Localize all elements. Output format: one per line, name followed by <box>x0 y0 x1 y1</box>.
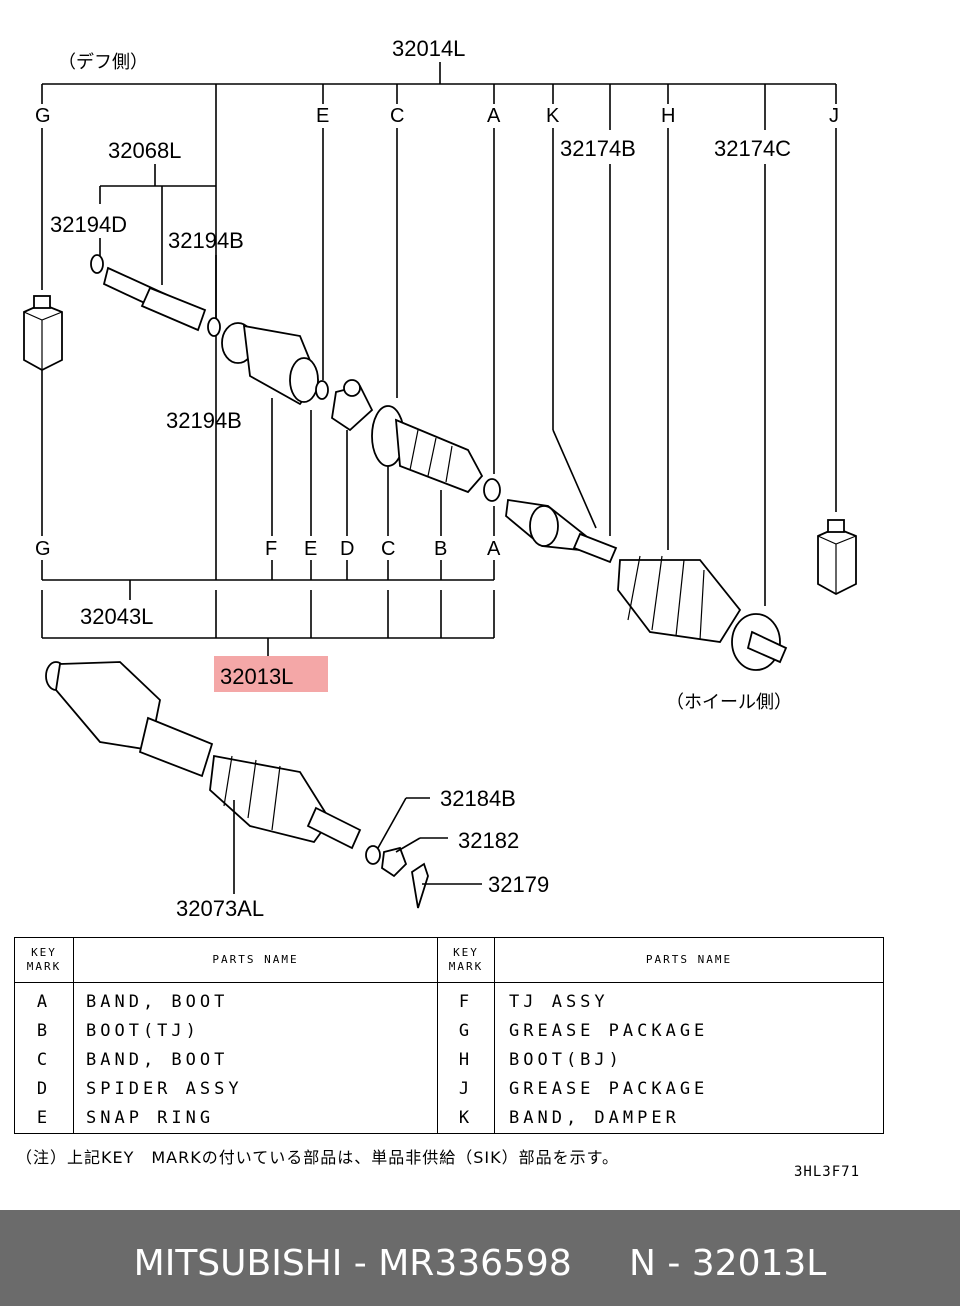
highlight-box <box>214 656 328 692</box>
washer-nut-pin-drawing <box>233 797 482 909</box>
top-key-c: C <box>390 105 404 127</box>
parts-name-cell: SNAP RING <box>73 1103 438 1134</box>
key-mark-cell: D <box>14 1074 74 1104</box>
parts-name-cell: BAND, DAMPER <box>494 1103 884 1134</box>
parts-name-cell: TJ ASSY <box>494 982 884 1017</box>
bottom-key-e: E <box>304 538 317 560</box>
top-key-k: K <box>546 105 560 127</box>
part-number-32014l: 32014L <box>392 36 465 61</box>
part-number-32194b-bottom: 32194B <box>166 408 242 433</box>
parts-name-header-left: PARTS NAME <box>73 937 438 983</box>
table-row: B BOOT(TJ) G GREASE PACKAGE <box>14 1016 884 1046</box>
bottom-bracket <box>41 560 495 656</box>
lower-assy-drawing <box>45 661 362 850</box>
part-number-32182: 32182 <box>458 828 519 853</box>
top-key-g: G <box>35 105 51 127</box>
leader-lines <box>41 128 837 606</box>
key-mark-cell: C <box>14 1045 74 1075</box>
part-number-32068l: 32068L <box>108 138 181 163</box>
top-key-e: E <box>316 105 329 127</box>
tj-boot-drawing <box>371 405 501 502</box>
part-number-32013l: 32013L <box>220 664 293 689</box>
parts-name-cell: BAND, BOOT <box>73 1045 438 1075</box>
key-mark-cell: B <box>14 1016 74 1046</box>
inner-shaft-drawing <box>90 254 221 337</box>
bj-boot-drawing <box>617 555 788 671</box>
key-mark-cell: H <box>437 1045 495 1075</box>
bottom-key-a: A <box>487 538 501 560</box>
parts-name-cell: GREASE PACKAGE <box>494 1074 884 1104</box>
parts-name-header-right: PARTS NAME <box>494 937 884 983</box>
exploded-parts-diagram: （デフ側） （ホイール側） 32014L 32068L 32194D 32194… <box>23 36 857 921</box>
diff-side-label: （デフ側） <box>58 52 148 73</box>
key-mark-cell: F <box>437 982 495 1017</box>
part-number-32184b: 32184B <box>440 786 516 811</box>
footer-bar: MITSUBISHI - MR336598 N - 32013L <box>0 1210 960 1306</box>
top-key-a: A <box>487 105 501 127</box>
table-row: A BAND, BOOT F TJ ASSY <box>14 982 884 1017</box>
part-number-32073al: 32073AL <box>176 896 264 921</box>
table-row: D SPIDER ASSY J GREASE PACKAGE <box>14 1074 884 1104</box>
part-number-32194d: 32194D <box>50 212 127 237</box>
part-number-32174c: 32174C <box>714 136 791 161</box>
part-number-32174b: 32174B <box>560 136 636 161</box>
parts-name-cell: SPIDER ASSY <box>73 1074 438 1104</box>
parts-name-cell: BOOT(BJ) <box>494 1045 884 1075</box>
key-mark-cell: J <box>437 1074 495 1104</box>
key-mark-cell: G <box>437 1016 495 1046</box>
parts-name-cell: BAND, BOOT <box>73 982 438 1017</box>
top-key-j: J <box>829 105 839 127</box>
bottom-key-c: C <box>381 538 395 560</box>
key-mark-cell: A <box>14 982 74 1017</box>
bottom-key-f: F <box>265 538 277 560</box>
bottom-key-d: D <box>340 538 354 560</box>
table-row: C BAND, BOOT H BOOT(BJ) <box>14 1045 884 1075</box>
part-number-32179: 32179 <box>488 872 549 897</box>
part-number-32043l: 32043L <box>80 604 153 629</box>
parts-name-cell: GREASE PACKAGE <box>494 1016 884 1046</box>
center-shaft-drawing <box>505 498 618 564</box>
top-key-h: H <box>661 105 675 127</box>
tj-housing-drawing <box>221 322 329 406</box>
footer-part-title: MITSUBISHI - MR336598 N - 32013L <box>133 1242 827 1284</box>
sik-note: （注）上記KEY MARKの付いている部品は、単品非供給（SIK）部品を示す。 <box>16 1148 620 1167</box>
key-mark-cell: E <box>14 1103 74 1134</box>
grease-package-right <box>817 519 857 596</box>
table-row: E SNAP RING K BAND, DAMPER <box>14 1103 884 1134</box>
grease-package-left <box>23 295 63 372</box>
bottom-key-g: G <box>35 538 51 560</box>
part-number-32194b-top: 32194B <box>168 228 244 253</box>
key-mark-cell: K <box>437 1103 495 1134</box>
top-bracket <box>41 62 837 580</box>
drawing-code: 3HL3F71 <box>794 1164 861 1180</box>
wheel-side-label: （ホイール側） <box>666 692 792 713</box>
parts-name-cell: BOOT(TJ) <box>73 1016 438 1046</box>
bottom-key-b: B <box>434 538 447 560</box>
spider-assy-drawing <box>331 379 374 432</box>
